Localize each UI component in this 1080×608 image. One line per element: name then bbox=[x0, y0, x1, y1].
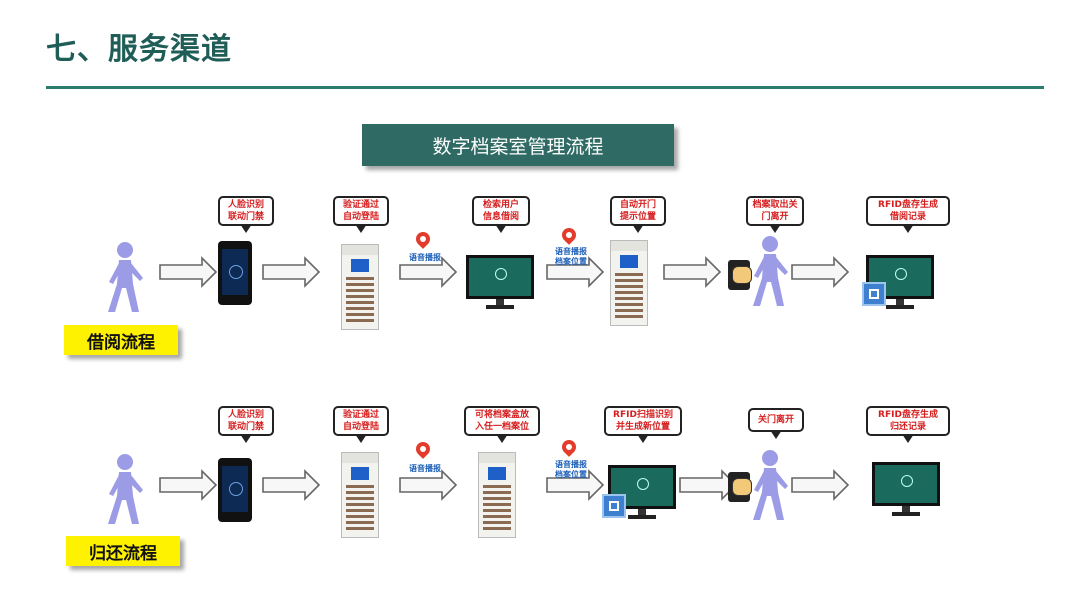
borrow-arrow-6 bbox=[791, 257, 849, 287]
rfid-scanner-icon bbox=[862, 282, 886, 306]
return-arrow-1 bbox=[159, 470, 217, 500]
return-arrow-3 bbox=[399, 470, 457, 500]
return-step-close: 关门离开 bbox=[748, 408, 804, 439]
borrow-step-face-id: 人脸识别 联动门禁 bbox=[218, 196, 274, 233]
diagram-title: 数字档案室管理流程 bbox=[362, 124, 674, 166]
return-step-rfid: RFID盘存生成 归还记录 bbox=[866, 406, 950, 443]
borrow-step-search: 检索用户 信息借阅 bbox=[472, 196, 530, 233]
rfid-scanner-icon bbox=[602, 494, 626, 518]
archive-cabinet-icon bbox=[610, 240, 648, 326]
archive-cabinet-icon bbox=[341, 452, 379, 538]
borrow-arrow-1 bbox=[159, 257, 217, 287]
return-step-rfid-scan: RFID扫描识别 并生成新位置 bbox=[604, 406, 682, 443]
return-leaving-person-icon bbox=[753, 450, 788, 520]
borrow-arrow-5 bbox=[663, 257, 721, 287]
borrow-step-login: 验证通过 自动登陆 bbox=[333, 196, 389, 233]
return-arrow-6 bbox=[791, 470, 849, 500]
door-handle-icon bbox=[728, 472, 752, 502]
page-title: 七、服务渠道 bbox=[46, 32, 232, 67]
return-voice-2: 语音播报 档案位置 bbox=[555, 460, 587, 479]
archive-cabinet-icon bbox=[341, 244, 379, 330]
title-divider bbox=[46, 86, 1044, 89]
computer-monitor-icon bbox=[608, 465, 676, 521]
borrow-arrow-2 bbox=[262, 257, 320, 287]
computer-monitor-icon bbox=[872, 462, 940, 518]
borrow-voice-1: 语音播报 bbox=[409, 253, 441, 262]
return-person-icon bbox=[108, 454, 143, 524]
borrow-leaving-person-icon bbox=[753, 236, 788, 306]
borrow-flow-label: 借阅流程 bbox=[64, 325, 178, 355]
return-step-login: 验证通过 自动登陆 bbox=[333, 406, 389, 443]
borrow-person-icon bbox=[108, 242, 143, 312]
face-recognition-terminal-icon bbox=[218, 241, 252, 305]
archive-cabinet-icon bbox=[478, 452, 516, 538]
return-arrow-2 bbox=[262, 470, 320, 500]
borrow-voice-2: 语音播报 档案位置 bbox=[555, 247, 587, 266]
borrow-step-open: 自动开门 提示位置 bbox=[610, 196, 666, 233]
return-voice-1: 语音播报 bbox=[409, 464, 441, 473]
borrow-step-rfid: RFID盘存生成 借阅记录 bbox=[866, 196, 950, 233]
door-handle-icon bbox=[728, 260, 752, 290]
face-recognition-terminal-icon bbox=[218, 458, 252, 522]
borrow-step-close: 档案取出关 门离开 bbox=[746, 196, 804, 233]
return-flow-label: 归还流程 bbox=[66, 536, 180, 566]
return-step-face-id: 人脸识别 联动门禁 bbox=[218, 406, 274, 443]
computer-monitor-icon bbox=[466, 255, 534, 311]
return-step-place: 可将档案盒放 入任一档案位 bbox=[464, 406, 540, 443]
